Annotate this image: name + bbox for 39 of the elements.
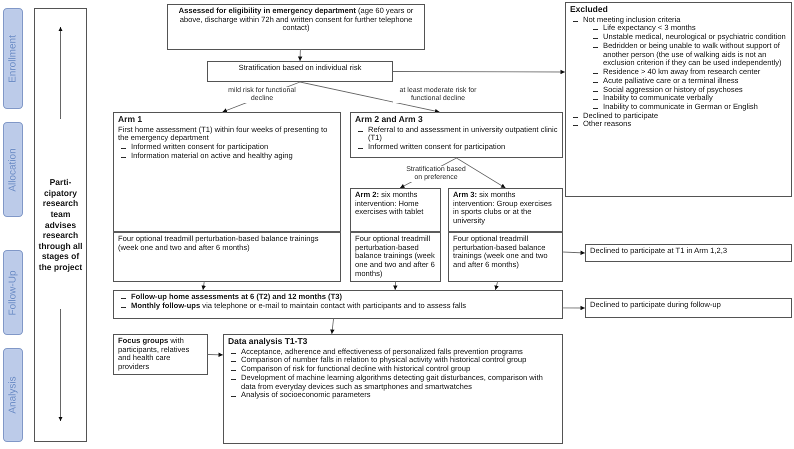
process-box — [565, 2, 792, 197]
process-box — [113, 112, 341, 232]
box-heading: Arm 2 and Arm 3 — [355, 115, 424, 125]
arrow — [208, 352, 224, 358]
arrow — [201, 282, 206, 290]
process-box — [113, 232, 341, 282]
arrow — [330, 318, 335, 334]
process-box — [448, 232, 563, 282]
process-box — [350, 112, 563, 158]
process-box — [585, 298, 792, 318]
process-box — [223, 334, 563, 444]
arrow — [494, 282, 499, 290]
phase-label: Analysis — [7, 376, 19, 414]
process-box — [113, 290, 563, 319]
process-box — [350, 188, 441, 232]
arrow — [298, 50, 302, 62]
phase-tab — [3, 122, 23, 217]
process-box — [585, 244, 792, 262]
process-box — [207, 61, 393, 82]
process-box — [113, 334, 208, 375]
arrow — [300, 82, 440, 114]
phase-label: Follow-Up — [7, 270, 19, 315]
process-box — [448, 188, 563, 232]
arrow — [562, 306, 586, 310]
arrow — [393, 282, 398, 290]
box-heading: Arm 1 — [118, 115, 144, 125]
arrow — [456, 158, 506, 188]
box-heading: Excluded — [570, 5, 609, 15]
side-panel — [34, 8, 87, 442]
phase-tab — [3, 348, 23, 442]
arrow — [392, 70, 566, 74]
box-heading: Data analysis T1-T3 — [228, 337, 308, 347]
arrow — [562, 250, 586, 256]
panel-text: Parti-cipatory research team advises research through all stages of the project — [37, 177, 84, 273]
phase-tab — [3, 8, 23, 109]
phase-tab — [3, 250, 23, 335]
phase-label: Enrollment — [7, 34, 19, 82]
process-box — [167, 4, 425, 50]
phase-label: Allocation — [7, 148, 19, 192]
